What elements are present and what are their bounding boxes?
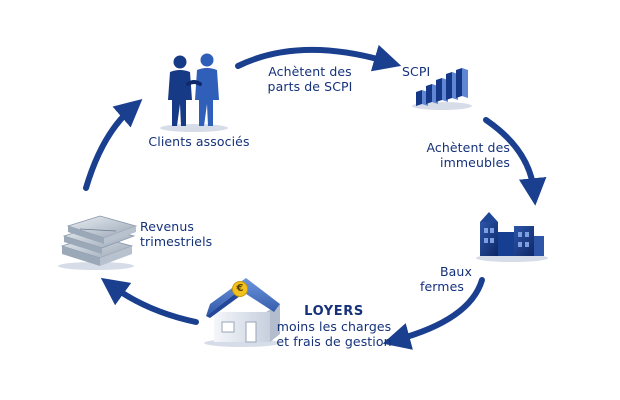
- loyers-title: LOYERS: [304, 304, 364, 319]
- arrow-revenus-to-clients: [83, 98, 143, 191]
- scpi-label: SCPI: [402, 64, 431, 79]
- banknotes-icon: [58, 215, 138, 270]
- handshake-icon: [160, 53, 228, 132]
- revenus-label: Revenus trimestriels: [140, 219, 240, 249]
- revenus-line-1: Revenus: [140, 219, 194, 234]
- leases-line-2: fermes: [420, 279, 464, 294]
- euro-coin-symbol: €: [236, 283, 244, 294]
- buy-buildings-label: Achètent des immeubles: [396, 140, 510, 170]
- loyers-line-2: et frais de gestion: [276, 334, 392, 349]
- buildings-icon: [476, 212, 548, 262]
- buy-shares-label: Achètent des parts de SCPI: [258, 64, 362, 94]
- buy-buildings-line-1: Achètent des: [426, 140, 510, 155]
- arrow-scpi-to-buildings: [483, 117, 547, 206]
- loyers-label: LOYERS moins les charges et frais de ges…: [274, 304, 394, 349]
- leases-label: Baux fermes: [420, 264, 480, 294]
- loyers-line-1: moins les charges: [276, 319, 392, 334]
- euro-coin-icon: [232, 281, 248, 297]
- buy-shares-line-2: parts de SCPI: [267, 79, 353, 94]
- arrow-clients-to-scpi: [235, 44, 402, 72]
- revenus-line-2: trimestriels: [140, 234, 213, 249]
- buy-shares-line-1: Achètent des: [268, 64, 352, 79]
- arrow-buildings-to-loyers: [382, 277, 485, 350]
- clients-label: Clients associés: [148, 134, 250, 149]
- bar-chart-icon: [412, 68, 472, 110]
- arrow-loyers-to-revenus: [100, 277, 199, 325]
- buy-buildings-line-2: immeubles: [440, 155, 510, 170]
- leases-line-1: Baux: [440, 264, 472, 279]
